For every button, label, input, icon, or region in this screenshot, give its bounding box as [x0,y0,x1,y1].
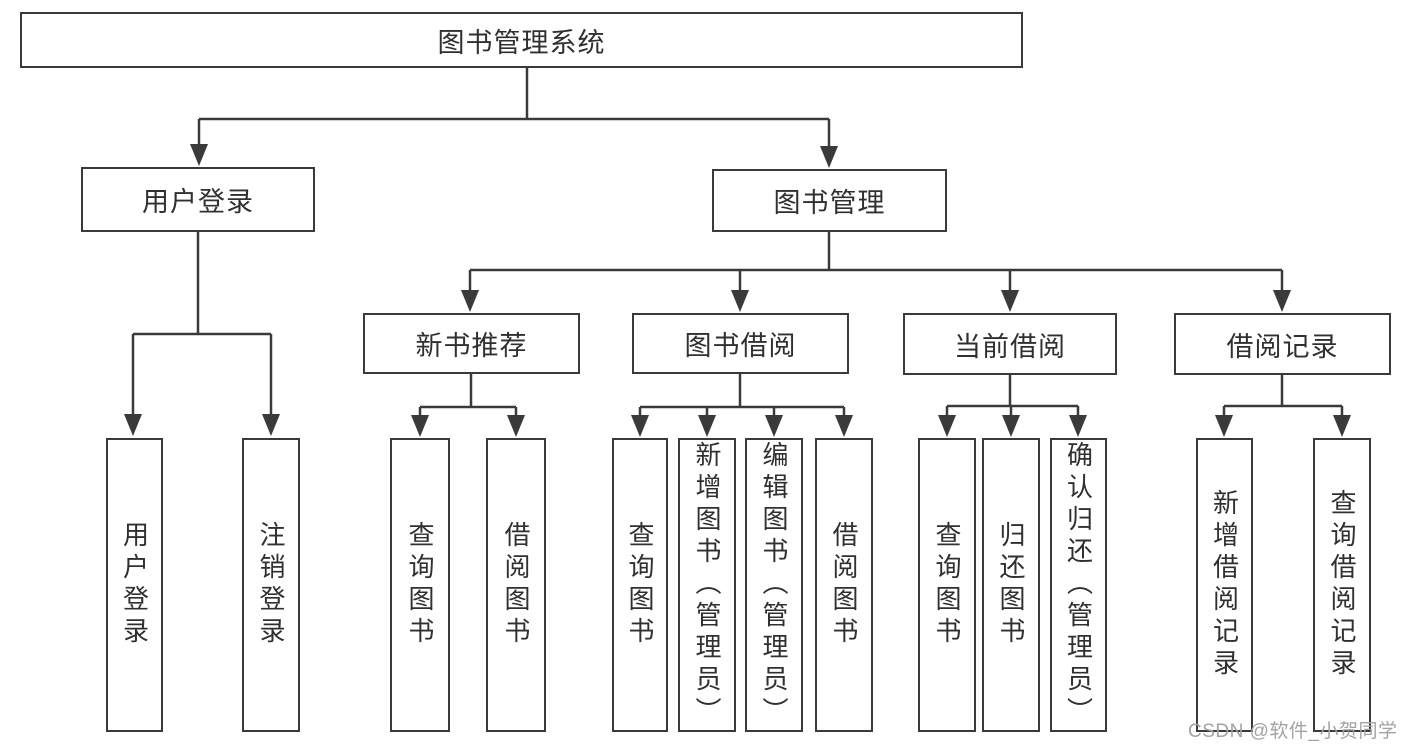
leaf-current-confirm-return-admin: 确认归还（管理员） [1050,438,1107,732]
arrowheads [124,144,1351,437]
leaf-label: 归还图书 [996,521,1026,649]
node-borrowing-records: 借阅记录 [1174,313,1391,375]
leaf-label: 查询图书 [932,521,962,649]
leaf-current-return-books: 归还图书 [982,438,1040,732]
node-current-borrowing: 当前借阅 [903,313,1117,375]
csdn-watermark: CSDN @软件_小贺同学 [1188,721,1398,742]
leaf-borrow-borrow-books: 借阅图书 [815,438,873,732]
node-book-management: 图书管理 [712,169,947,232]
leaf-records-query-record: 查询借阅记录 [1313,438,1371,732]
node-label: 图书管理系统 [437,27,606,58]
node-book-borrowing: 图书借阅 [632,313,849,374]
leaf-label: 注销登录 [256,521,286,649]
leaf-borrow-add-books-admin: 新增图书（管理员） [678,438,736,732]
leaf-label: 查询图书 [405,521,435,649]
node-label: 用户登录 [142,187,254,217]
leaf-records-add-record: 新增借阅记录 [1196,438,1253,732]
leaf-label: 新增借阅记录 [1209,489,1240,681]
leaf-borrow-query-books: 查询图书 [612,438,668,732]
leaf-label: 查询借阅记录 [1327,489,1357,681]
leaf-label: 借阅图书 [829,521,859,649]
leaf-label: 查询图书 [625,521,655,649]
leaf-newrec-borrow-books: 借阅图书 [486,438,546,732]
node-user-login: 用户登录 [81,167,315,232]
node-label: 借阅记录 [1226,331,1339,362]
leaf-label: 用户登录 [119,521,150,649]
leaf-label: 确认归还（管理员） [1063,441,1094,729]
leaf-label: 借阅图书 [501,521,531,649]
leaf-newrec-query-books: 查询图书 [390,438,450,732]
node-label: 当前借阅 [954,331,1066,362]
leaf-logout-login: 注销登录 [242,438,300,732]
node-label: 图书管理 [773,188,886,218]
node-label: 图书借阅 [684,331,797,361]
node-label: 新书推荐 [415,331,528,361]
leaf-label: 编辑图书（管理员） [759,441,789,729]
leaf-label: 新增图书（管理员） [692,441,722,729]
leaf-current-query-books: 查询图书 [918,438,976,732]
node-library-management-system: 图书管理系统 [20,12,1023,68]
leaf-user-login: 用户登录 [106,438,163,732]
node-new-book-recommend: 新书推荐 [363,313,580,374]
leaf-borrow-edit-books-admin: 编辑图书（管理员） [745,438,803,732]
